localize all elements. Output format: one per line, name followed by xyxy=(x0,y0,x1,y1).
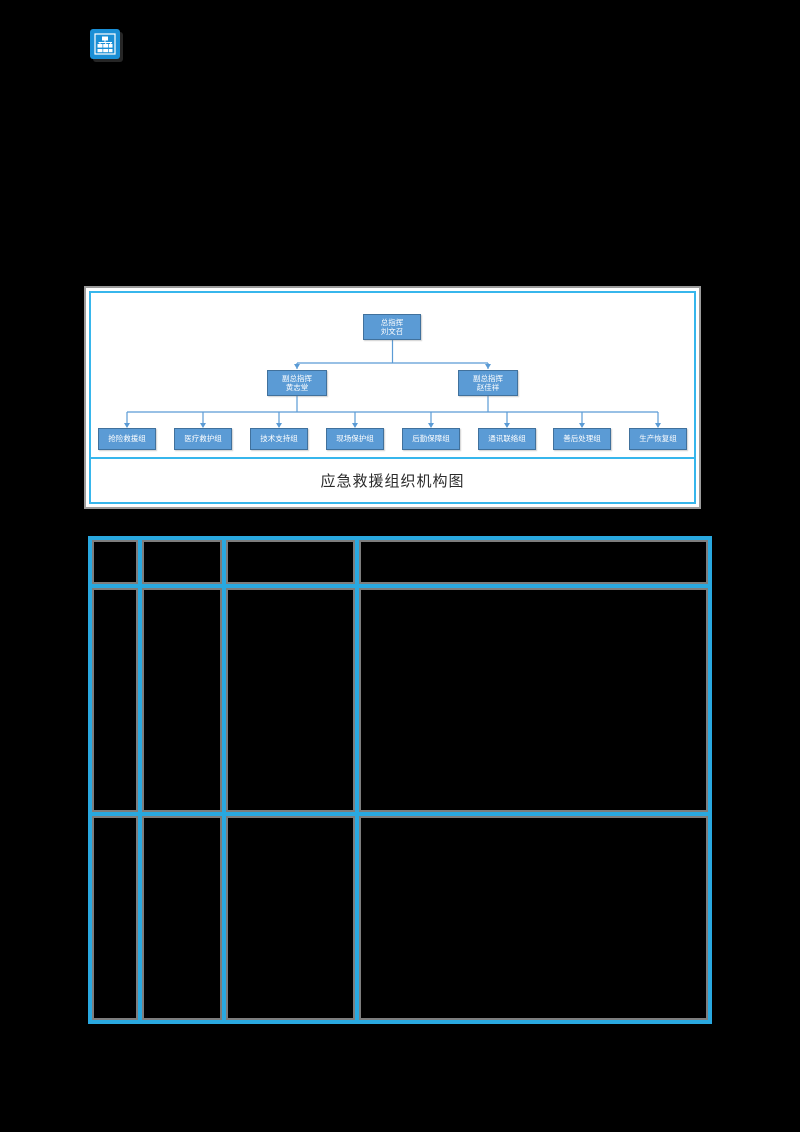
org-node-team-6-label: 通讯联络组 xyxy=(488,434,526,444)
org-node-team-4-label: 现场保护组 xyxy=(336,434,374,444)
org-node-deputy-1-name: 黄志堂 xyxy=(285,383,309,392)
org-chart-connectors xyxy=(124,340,661,428)
org-node-team-5-label: 后勤保障组 xyxy=(412,434,450,444)
org-node-commander-title: 总指挥 xyxy=(380,317,404,327)
org-node-team-7-label: 善后处理组 xyxy=(563,434,601,444)
table-row-2-cell-4 xyxy=(359,816,708,1020)
org-node-team-1[interactable]: 抢险救援组 xyxy=(98,428,156,450)
org-node-team-6[interactable]: 通讯联络组 xyxy=(478,428,536,450)
table-row-2-cell-1 xyxy=(92,816,138,1020)
org-node-team-8-label: 生产恢复组 xyxy=(639,434,677,444)
table-header-cell-4 xyxy=(359,540,708,584)
org-node-team-3-label: 技术支持组 xyxy=(260,434,298,444)
document-app-icon[interactable] xyxy=(90,29,120,59)
org-node-commander[interactable]: 总指挥 刘文召 xyxy=(363,314,421,340)
org-node-team-1-label: 抢险救援组 xyxy=(108,434,146,444)
org-chart-caption: 应急救援组织机构图 xyxy=(91,459,694,502)
content-table xyxy=(88,536,712,1024)
org-node-deputy-2-title: 副总指挥 xyxy=(473,373,503,383)
table-header-cell-3 xyxy=(226,540,355,584)
org-node-team-7[interactable]: 善后处理组 xyxy=(553,428,611,450)
table-row-1-cell-1 xyxy=(92,588,138,812)
org-node-deputy-1-title: 副总指挥 xyxy=(282,373,312,383)
org-node-commander-name: 刘文召 xyxy=(380,327,404,336)
table-row-1-cell-3 xyxy=(226,588,355,812)
org-node-team-2-label: 医疗救护组 xyxy=(184,434,222,444)
org-chart-glyph-icon xyxy=(94,33,116,55)
table-header-cell-2 xyxy=(142,540,222,584)
org-node-team-3[interactable]: 技术支持组 xyxy=(250,428,308,450)
org-node-team-2[interactable]: 医疗救护组 xyxy=(174,428,232,450)
table-row-1-cell-4 xyxy=(359,588,708,812)
org-node-team-8[interactable]: 生产恢复组 xyxy=(629,428,687,450)
org-chart-inner-frame: 总指挥 刘文召 副总指挥 黄志堂 副总指挥 赵佳祥 抢险救援组 医疗救护组 xyxy=(89,291,696,504)
org-node-deputy-2[interactable]: 副总指挥 赵佳祥 xyxy=(458,370,518,396)
org-node-deputy-1[interactable]: 副总指挥 黄志堂 xyxy=(267,370,327,396)
table-header-cell-1 xyxy=(92,540,138,584)
org-chart-figure: 总指挥 刘文召 副总指挥 黄志堂 副总指挥 赵佳祥 抢险救援组 医疗救护组 xyxy=(84,286,701,509)
org-chart-canvas: 总指挥 刘文召 副总指挥 黄志堂 副总指挥 赵佳祥 抢险救援组 医疗救护组 xyxy=(91,293,694,459)
org-node-deputy-2-name: 赵佳祥 xyxy=(476,383,500,392)
org-node-team-5[interactable]: 后勤保障组 xyxy=(402,428,460,450)
table-row-2-cell-2 xyxy=(142,816,222,1020)
table-row-2-cell-3 xyxy=(226,816,355,1020)
org-node-team-4[interactable]: 现场保护组 xyxy=(326,428,384,450)
table-row-1-cell-2 xyxy=(142,588,222,812)
